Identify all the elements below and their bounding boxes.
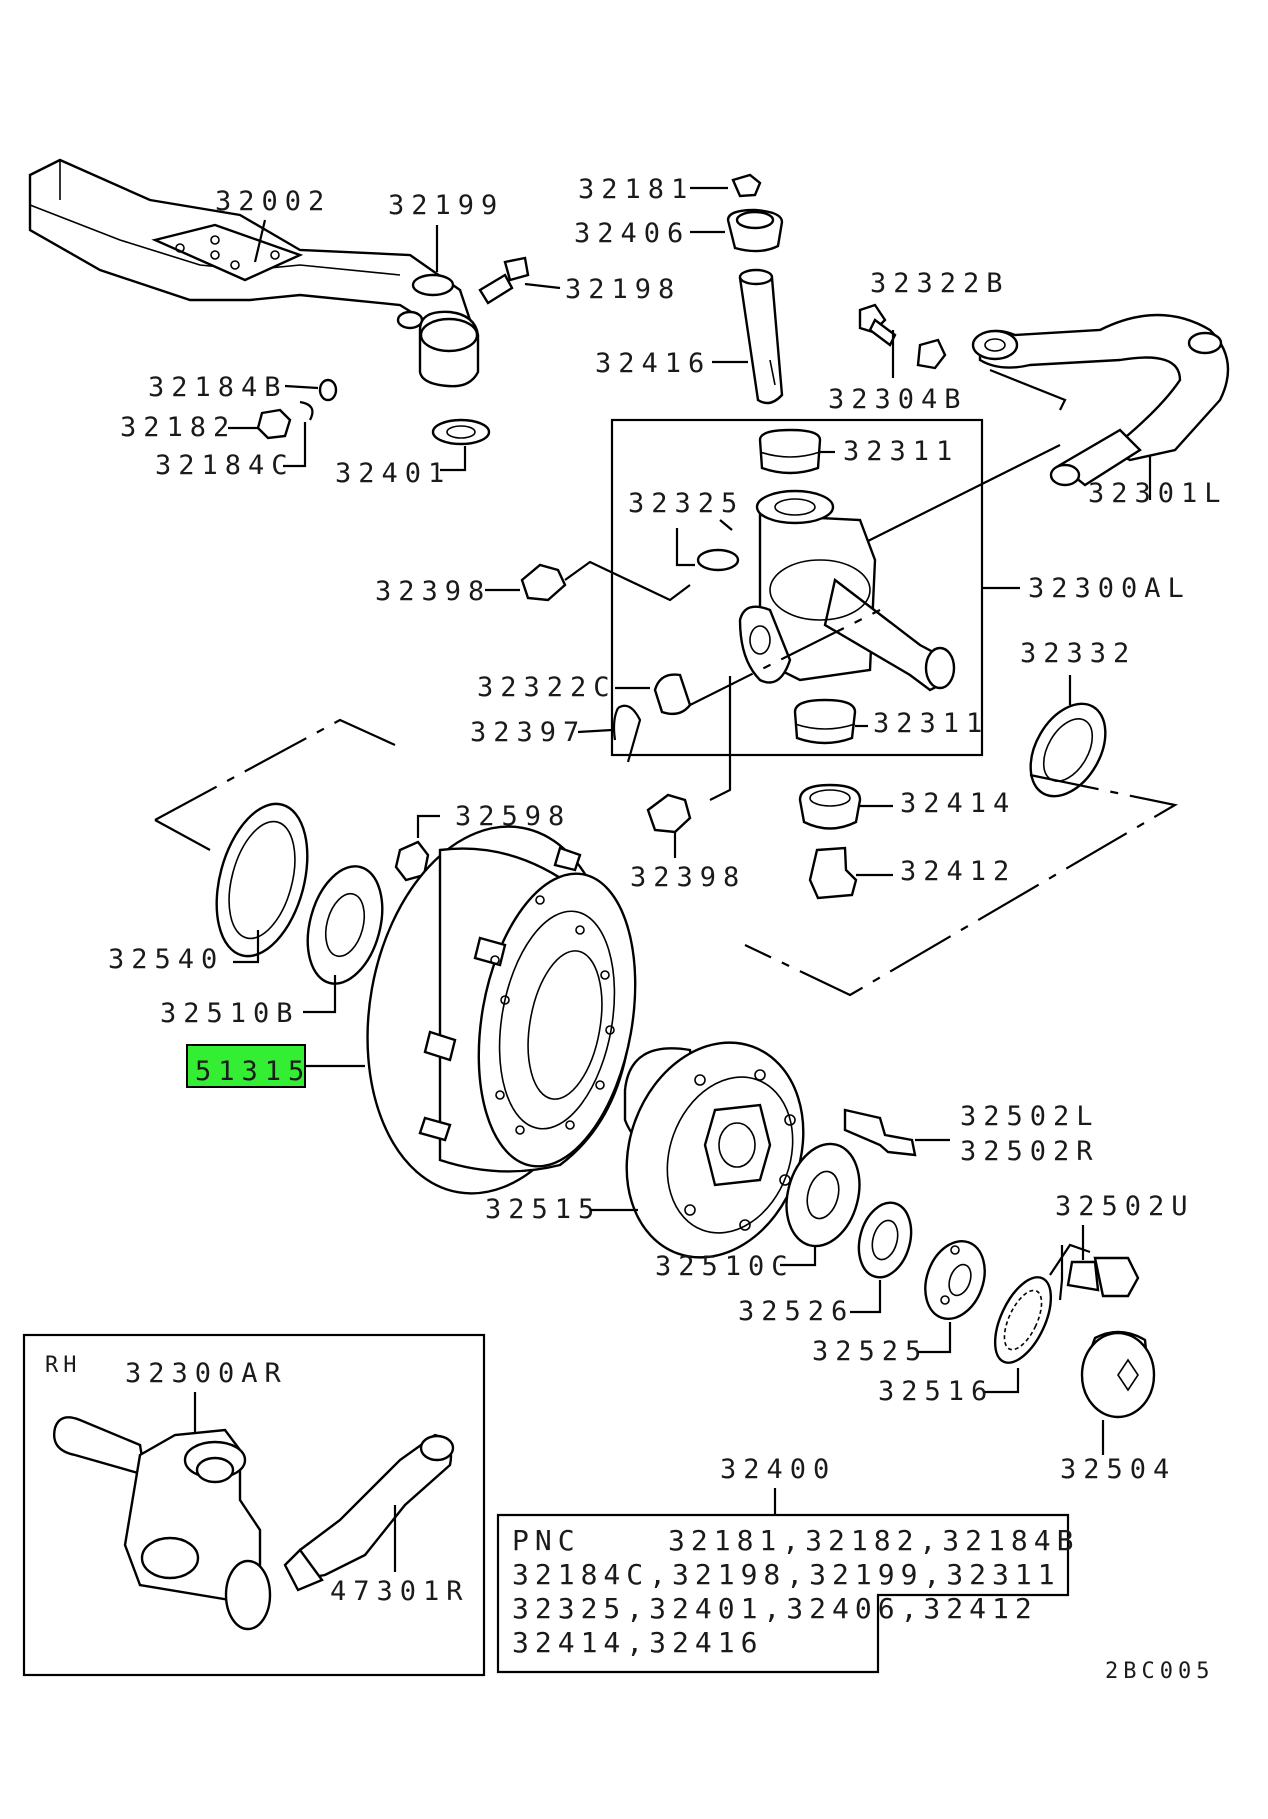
oil-seal-32540 [215, 802, 309, 958]
inset-side-label: RH [45, 1353, 82, 1378]
label-32311-lower[interactable]: 32311 [873, 708, 989, 739]
nut-32322B [916, 338, 947, 370]
snap-ring-32184C [299, 400, 314, 421]
bearing-32510C [785, 1142, 861, 1248]
label-32398-lower[interactable]: 32398 [630, 862, 746, 893]
rh-inset-box [22, 1333, 486, 1677]
grease-fitting-32398-upper [520, 563, 567, 602]
label-32502U[interactable]: 32502U [1055, 1191, 1195, 1222]
label-32332[interactable]: 32332 [1020, 638, 1136, 669]
label-32516[interactable]: 32516 [878, 1376, 994, 1407]
label-32510C[interactable]: 32510C [655, 1251, 795, 1282]
brake-drum-51315 [366, 825, 637, 1195]
label-51315[interactable]: 51315 [195, 1056, 311, 1087]
grease-fitting-32398-lower [646, 793, 692, 834]
label-47301R[interactable]: 47301R [330, 1576, 470, 1607]
king-pin-32416 [738, 271, 784, 405]
label-32401[interactable]: 32401 [335, 458, 451, 489]
label-32515[interactable]: 32515 [485, 1194, 601, 1225]
label-32502L[interactable]: 32502L [960, 1101, 1100, 1132]
label-32325[interactable]: 32325 [628, 488, 744, 519]
washer-32184B [318, 378, 338, 402]
lock-washer-32516 [993, 1276, 1053, 1364]
pnc-line-2: 32184C,32198,32199,32311 [512, 1558, 1061, 1591]
label-32504[interactable]: 32504 [1060, 1454, 1176, 1485]
cap-32181 [731, 173, 762, 198]
label-32198[interactable]: 32198 [565, 274, 681, 305]
pnc-box [496, 1513, 1070, 1674]
bushing-32311-lower [793, 698, 857, 745]
label-32002[interactable]: 32002 [215, 186, 331, 217]
diagram-code: 2BC005 [1105, 1659, 1214, 1684]
label-32300AR[interactable]: 32300AR [125, 1358, 288, 1389]
bushing-32311-upper [758, 428, 822, 475]
label-32526[interactable]: 32526 [738, 1296, 854, 1327]
label-32525[interactable]: 32525 [812, 1336, 928, 1367]
nut-32322C [653, 673, 692, 716]
label-32182[interactable]: 32182 [120, 412, 236, 443]
label-32416[interactable]: 32416 [595, 348, 711, 379]
shim-32325 [696, 548, 740, 572]
label-32311-upper[interactable]: 32311 [843, 436, 959, 467]
label-32510B[interactable]: 32510B [160, 998, 300, 1029]
pnc-line-3: 32325,32401,32406,32412 [512, 1592, 1038, 1625]
nut-32182 [256, 408, 292, 440]
pnc-line-1: 32181,32182,32184B [668, 1524, 1079, 1557]
label-32184B[interactable]: 32184B [148, 372, 288, 403]
lock-nut-32525 [924, 1240, 986, 1320]
label-32412[interactable]: 32412 [900, 856, 1016, 887]
steering-arm-47301R [283, 1433, 455, 1592]
label-32322B[interactable]: 32322B [870, 268, 1010, 299]
label-32414[interactable]: 32414 [900, 788, 1016, 819]
label-32400[interactable]: 32400 [720, 1454, 836, 1485]
label-32301L[interactable]: 32301L [1088, 478, 1228, 509]
label-32300AL[interactable]: 32300AL [1028, 573, 1191, 604]
label-32540[interactable]: 32540 [108, 944, 224, 975]
bolt-32502U [1093, 1256, 1140, 1298]
wheel-hub-32515 [623, 1041, 805, 1259]
bearing-32401 [431, 418, 491, 446]
cotter-pin-32397 [617, 704, 642, 763]
label-32398-upper[interactable]: 32398 [375, 576, 491, 607]
label-32322C[interactable]: 32322C [477, 672, 617, 703]
label-32184C[interactable]: 32184C [155, 450, 295, 481]
washer-32199 [411, 273, 455, 297]
label-32397[interactable]: 32397 [470, 717, 586, 748]
label-32181[interactable]: 32181 [578, 174, 694, 205]
hub-cap-32504 [1080, 1330, 1156, 1419]
oil-seal-32332 [1029, 702, 1107, 798]
plug-32412 [808, 846, 858, 900]
pnc-line-4: 32414,32416 [512, 1626, 763, 1659]
arm-32301L [971, 313, 1230, 487]
hub-bolt-32502 [843, 1108, 917, 1157]
steering-knuckle-32300AL [738, 489, 956, 692]
steering-knuckle-32300AR [53, 1416, 272, 1631]
label-32199[interactable]: 32199 [388, 190, 504, 221]
label-32502R[interactable]: 32502R [960, 1136, 1100, 1167]
washer-32526 [857, 1201, 913, 1279]
label-32304B[interactable]: 32304B [828, 384, 968, 415]
pnc-heading: PNC [512, 1524, 581, 1557]
grease-fitting-32198 [478, 273, 514, 305]
bearing-32510B [306, 865, 384, 985]
axle-beam-32002 [28, 158, 480, 388]
label-32406[interactable]: 32406 [574, 218, 690, 249]
